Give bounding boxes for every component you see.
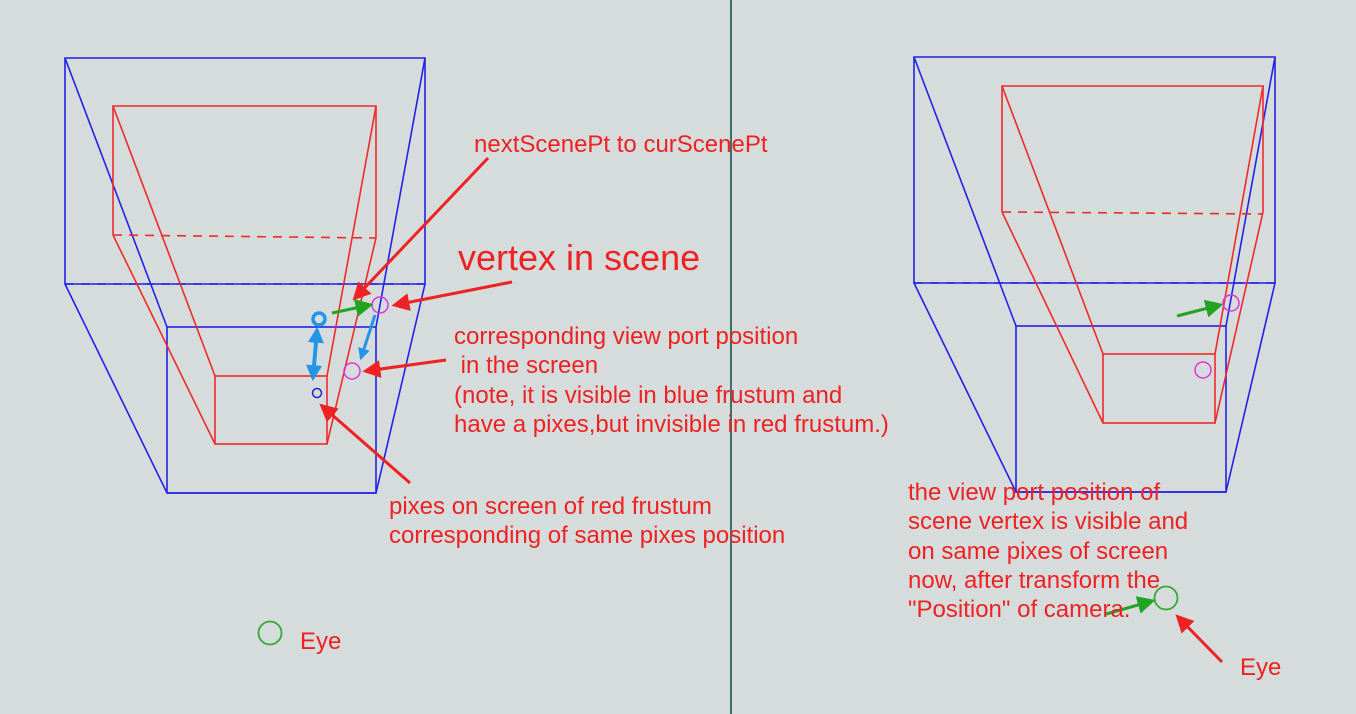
green-arrow-next-to-cur [331,299,374,317]
viewport-position-marker [343,362,361,380]
left-eye-icon [257,620,283,646]
left-red-frustum [112,105,377,445]
blue-arrow-vertex-to-viewport [358,314,377,361]
label-vertex-in-scene: vertex in scene [458,237,701,278]
red-arrow-viewport [362,358,447,378]
label-right-eye: Eye [1240,654,1282,681]
right-red-frustum [1001,85,1264,424]
green-arrow-right-vertex [1176,299,1224,318]
red-arrow-vertex [391,280,513,312]
right-blue-frustum [913,56,1276,493]
right-viewport-marker [1194,361,1212,379]
label-right-visible: the view port position of scene vertex i… [908,479,1189,624]
green-arrow-right-eye [1105,596,1156,616]
blue-double-arrow [306,326,324,382]
label-viewport-position: corresponding view port position in the … [454,323,889,438]
red-arrow-right-eye [1175,614,1224,664]
cur-scene-point-marker [311,311,327,327]
label-next-to-cur: nextScenePt to curScenePt [474,131,768,158]
label-red-frustum-pixes: pixes on screen of red frustum correspon… [389,493,786,550]
red-frustum-pixel-marker [311,387,323,399]
left-blue-frustum [64,57,426,494]
red-arrow-next-to-cur [352,156,490,301]
red-arrow-pixes [319,403,411,485]
label-left-eye: Eye [300,628,342,655]
